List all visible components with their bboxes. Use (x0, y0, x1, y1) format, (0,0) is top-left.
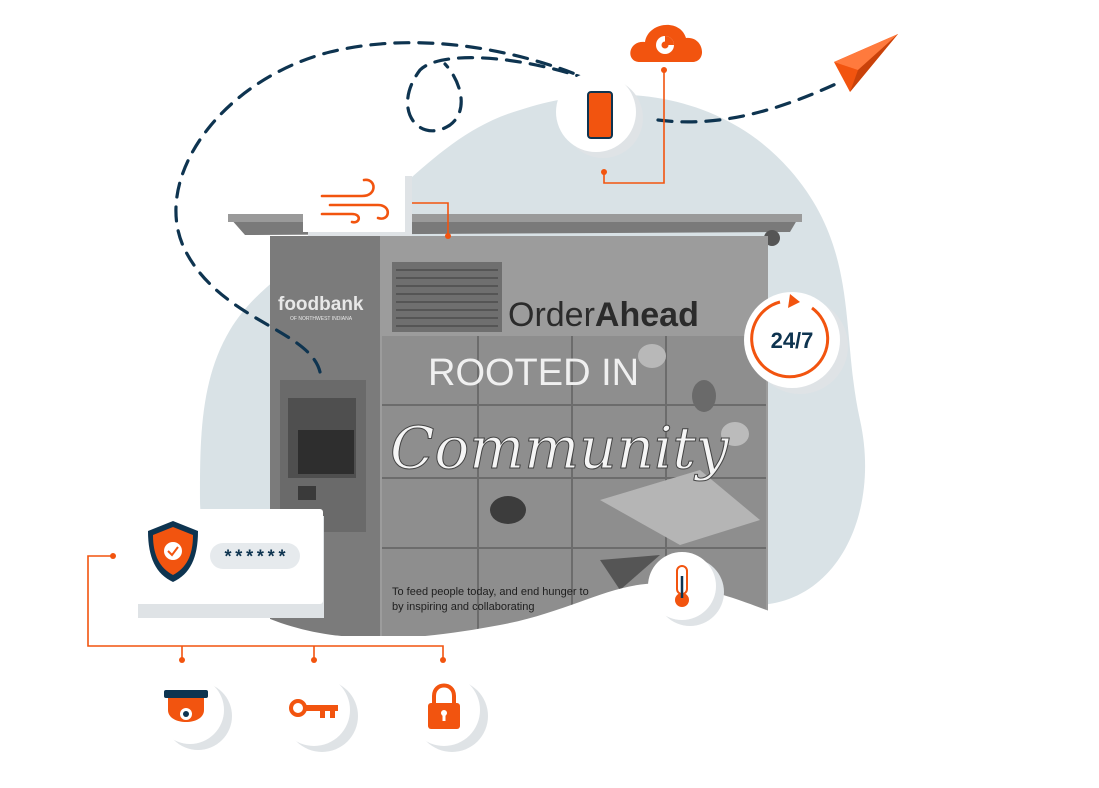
wind-icon (320, 178, 390, 224)
shield-check-icon (148, 521, 198, 582)
security-camera-icon (164, 690, 208, 722)
community-script: Community (390, 414, 730, 482)
paper-plane-icon (834, 34, 898, 92)
dashed-flow-path (174, 41, 842, 374)
phone-badge (556, 72, 643, 158)
password-mask: ****** (223, 549, 288, 569)
key-icon (289, 699, 338, 718)
tagline-line-2: by inspiring and collaborating (392, 601, 534, 613)
availability-badge: 24/7 (744, 292, 848, 394)
foodbank-logo-text: foodbank (278, 294, 364, 315)
password-card: ****** (128, 509, 324, 618)
tagline-line-1: To feed people today, and end hunger to (392, 586, 589, 598)
lock-badge (408, 674, 488, 752)
order-word: Order (508, 296, 595, 334)
clock-cycle-icon (750, 300, 830, 379)
rooted-in-heading: ROOTED IN (428, 352, 639, 394)
order-ahead-sign: OrderAhead (508, 296, 699, 334)
availability-text: 24/7 (771, 328, 814, 353)
phone-icon (587, 91, 613, 139)
key-badge (278, 674, 358, 752)
ahead-word: Ahead (595, 296, 699, 334)
thermometer-icon (675, 565, 689, 607)
wind-card (303, 172, 412, 236)
temperature-badge (648, 552, 724, 626)
foodbank-logo-subtext: OF NORTHWEST INDIANA (290, 316, 353, 322)
kiosk-body (270, 236, 768, 636)
white-wave (250, 583, 800, 788)
lock-icon (428, 683, 460, 729)
camera-badge (156, 676, 232, 750)
cloud-icon (630, 24, 703, 63)
